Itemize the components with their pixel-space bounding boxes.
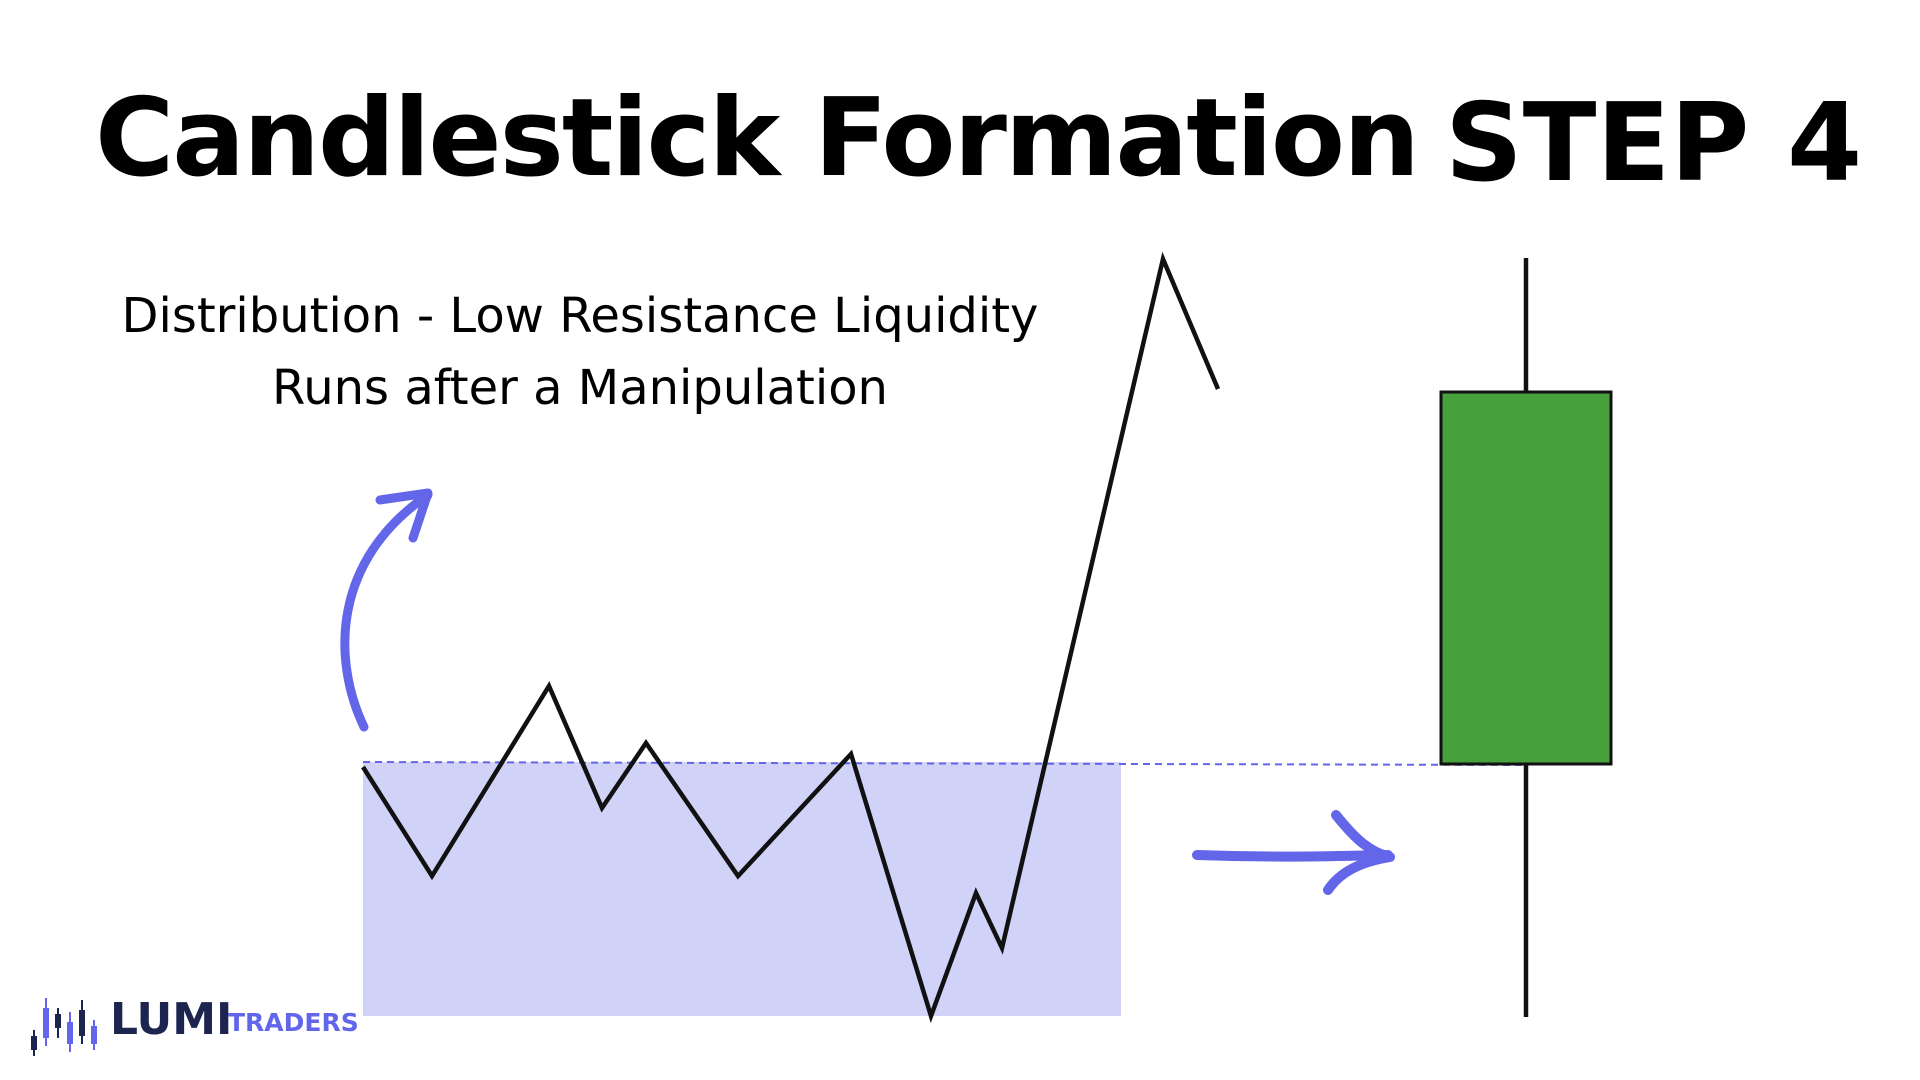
bullish-candle [1439,258,1613,1017]
logo-text-lumi: LUMI [110,994,233,1045]
range-high-dashed-line [362,761,1526,766]
accumulation-range-box [363,762,1121,1016]
price-path [361,251,1221,1024]
logo-bar-body [55,1014,61,1028]
caption-line-2: Runs after a Manipulation [272,360,888,416]
candlestick-logo-icon [31,998,97,1056]
logo-bar-body [31,1036,37,1050]
step-label: STEP 4 [1445,81,1863,206]
right-arrow-icon [1192,810,1395,895]
candle-body [1439,390,1613,766]
curved-arrow-up-icon [340,488,433,732]
page-title: Candlestick Formation [95,76,1420,201]
caption-line-1: Distribution - Low Resistance Liquidity [121,288,1039,344]
lumi-traders-logo: LUMI TRADERS [25,990,365,1060]
logo-text-traders: TRADERS [228,1008,359,1037]
logo-bar-body [79,1010,85,1036]
caption: Distribution - Low Resistance Liquidity … [80,280,1080,424]
logo-bar-body [43,1008,49,1038]
logo-bar-body [67,1022,73,1044]
logo-bar-body [91,1026,97,1044]
